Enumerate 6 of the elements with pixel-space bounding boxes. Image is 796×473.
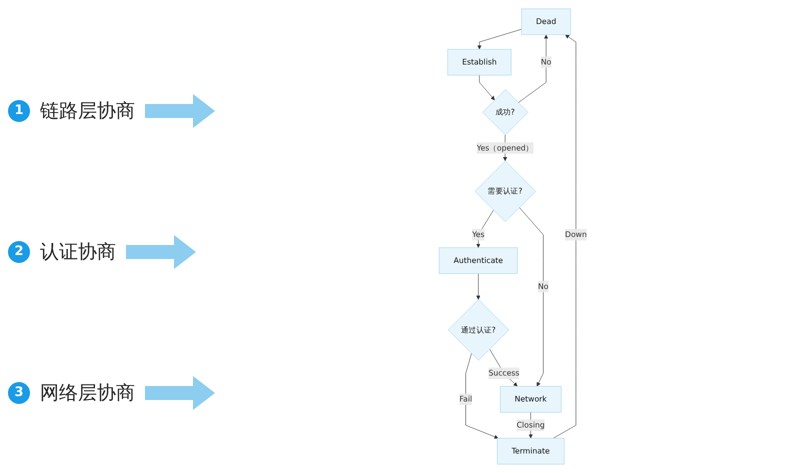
step-number: 2 xyxy=(8,240,30,262)
step-number: 1 xyxy=(8,100,30,122)
phase-label: 链路层协商 xyxy=(40,98,135,124)
phase-label: 网络层协商 xyxy=(40,380,135,406)
phase-label: 认证协商 xyxy=(40,240,116,264)
step-number: 3 xyxy=(8,382,30,404)
